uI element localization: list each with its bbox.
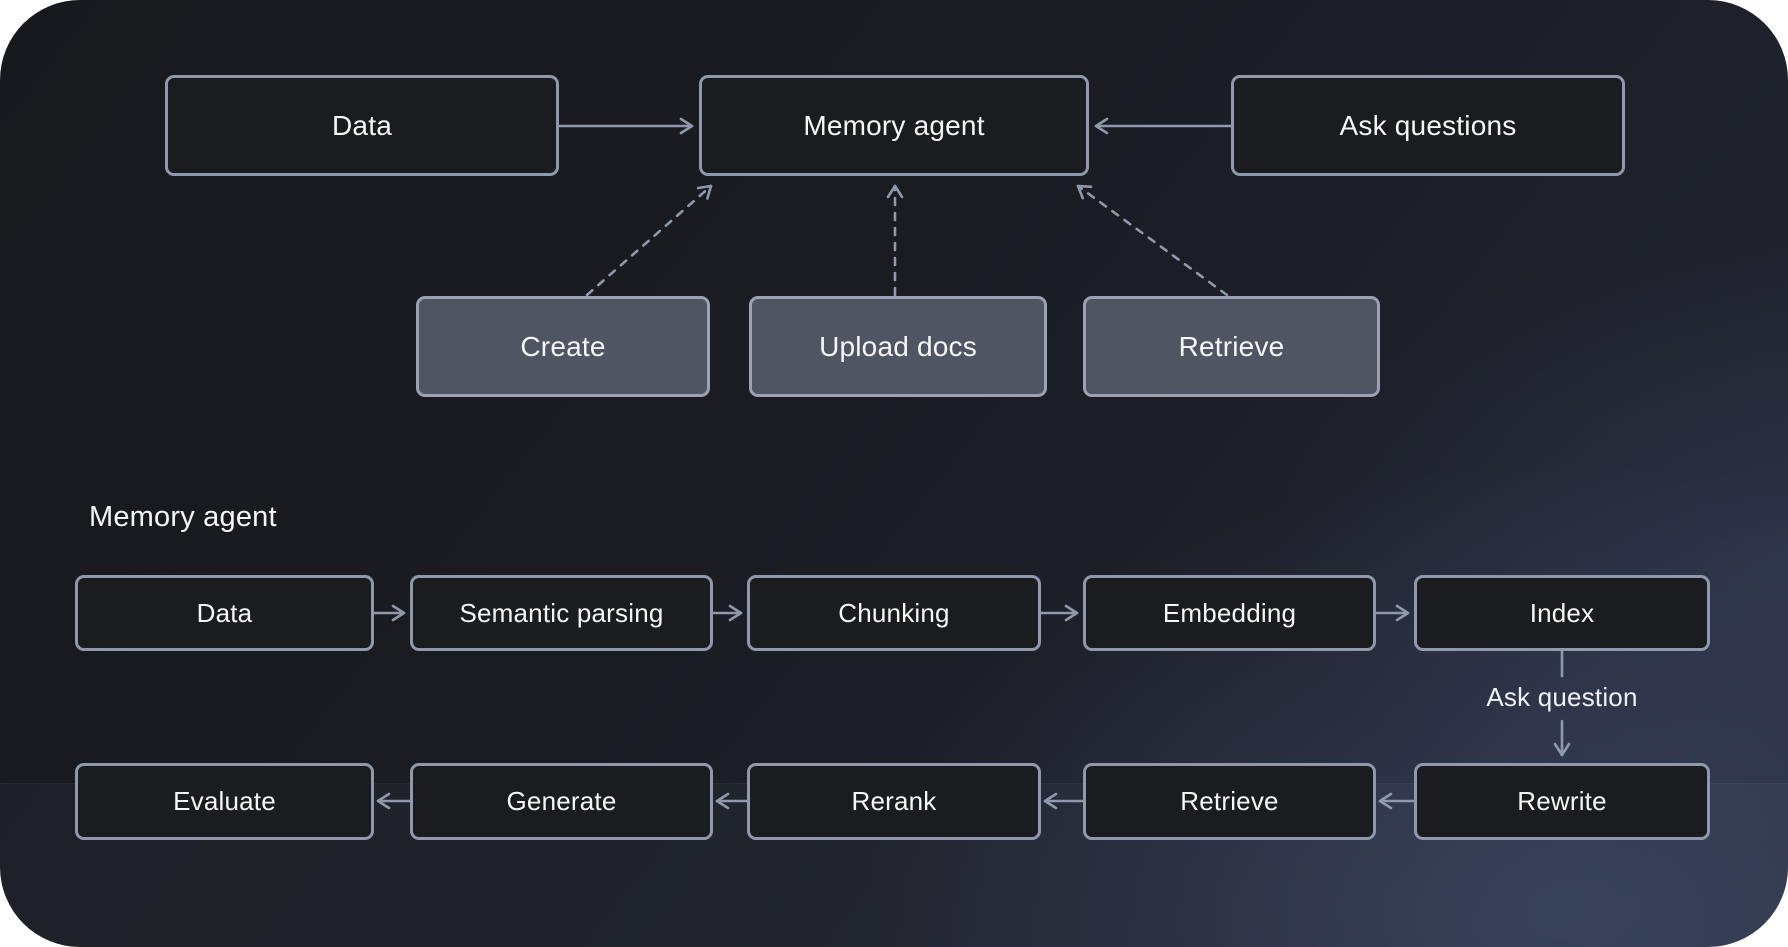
node-rewrite-label: Rewrite	[1517, 786, 1607, 816]
node-rerank: Rerank	[747, 763, 1041, 840]
node-embedding: Embedding	[1083, 575, 1376, 651]
node-ask-questions: Ask questions	[1231, 75, 1625, 176]
node-data-source-label: Data	[332, 109, 392, 141]
node-create-label: Create	[520, 330, 606, 362]
node-index: Index	[1414, 575, 1710, 651]
node-rerank-label: Rerank	[851, 786, 937, 816]
node-retrieve-step-label: Retrieve	[1180, 786, 1279, 816]
node-evaluate: Evaluate	[75, 763, 374, 840]
node-memory-agent: Memory agent	[699, 75, 1089, 176]
node-retrieve-step: Retrieve	[1083, 763, 1376, 840]
dashed-arrow-retrieve-to-memory-agent	[1076, 184, 1229, 297]
node-chunking: Chunking	[747, 575, 1041, 651]
node-upload-docs-label: Upload docs	[819, 330, 977, 362]
node-generate: Generate	[410, 763, 713, 840]
node-generate-label: Generate	[506, 786, 617, 816]
node-retrieve-action-label: Retrieve	[1178, 330, 1285, 362]
node-memory-agent-label: Memory agent	[803, 109, 985, 141]
node-ask-questions-label: Ask questions	[1339, 109, 1517, 141]
node-upload-docs: Upload docs	[749, 296, 1047, 397]
ask-question-edge-label: Ask question	[1486, 682, 1638, 712]
node-pipeline-data: Data	[75, 575, 374, 651]
node-chunking-label: Chunking	[838, 597, 950, 628]
node-evaluate-label: Evaluate	[173, 786, 276, 816]
node-rewrite: Rewrite	[1414, 763, 1710, 840]
node-semantic-parsing: Semantic parsing	[410, 575, 713, 651]
node-index-label: Index	[1529, 597, 1595, 628]
node-retrieve-action: Retrieve	[1083, 296, 1380, 397]
dashed-arrow-create-to-memory-agent	[585, 184, 713, 297]
section-title-memory-agent: Memory agent	[89, 501, 277, 533]
node-pipeline-data-label: Data	[196, 597, 253, 628]
node-create: Create	[416, 296, 710, 397]
node-embedding-label: Embedding	[1162, 597, 1297, 628]
node-data-source: Data	[165, 75, 559, 176]
node-semantic-parsing-label: Semantic parsing	[459, 597, 664, 628]
